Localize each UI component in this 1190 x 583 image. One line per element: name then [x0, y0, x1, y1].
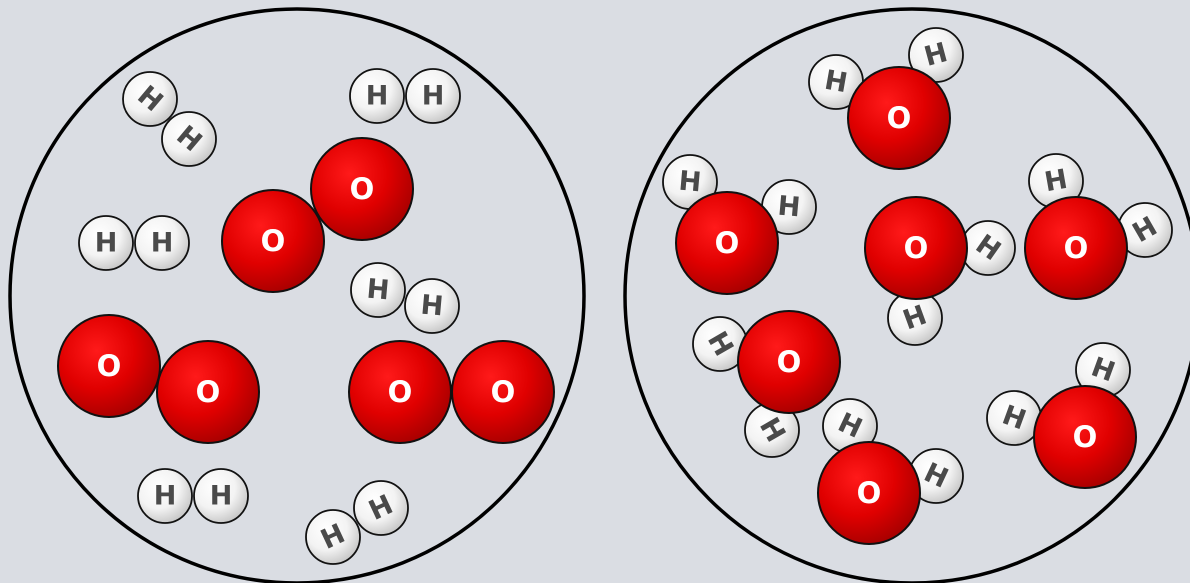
hydrogen-atom: H [1075, 342, 1131, 398]
oxygen-atom: O [221, 189, 325, 293]
oxygen-sphere [310, 137, 414, 241]
oxygen-atom: O [847, 66, 951, 170]
water-molecule: HHO [692, 310, 841, 458]
hydrogen-atom: H [404, 278, 460, 334]
hydrogen-sphere [134, 215, 190, 271]
water-molecule: HHO [986, 342, 1137, 489]
oxygen-atom: O [737, 310, 841, 414]
hydrogen-sphere [404, 278, 460, 334]
hydrogen-sphere [122, 71, 178, 127]
hydrogen-sphere [161, 111, 217, 167]
oxygen-label: O [1064, 231, 1089, 265]
oxygen-sphere [57, 314, 161, 418]
hydrogen-sphere [405, 68, 461, 124]
hydrogen-sphere [78, 215, 134, 271]
hydrogen-atom: H [986, 390, 1042, 446]
water-molecule: HHO [817, 398, 964, 545]
oxygen-sphere [847, 66, 951, 170]
oxygen-label: O [388, 375, 413, 409]
hydrogen-sphere [193, 468, 249, 524]
oxygen-sphere [737, 310, 841, 414]
oxygen-label: O [350, 172, 375, 206]
water-molecule: HHO [662, 154, 817, 295]
oxygen-sphere [1024, 196, 1128, 300]
hydrogen-label: H [822, 65, 850, 99]
hydrogen-label: H [366, 81, 389, 112]
hydrogen-label: H [776, 191, 801, 224]
hydrogen-atom: H [662, 154, 718, 210]
hydrogen-atom: H [350, 262, 406, 318]
oxygen-label: O [261, 224, 286, 258]
hydrogen-sphere [305, 509, 361, 565]
oxygen-sphere [1033, 385, 1137, 489]
hydrogen-atom: H [405, 68, 461, 124]
oxygen-atom: O [57, 314, 161, 418]
hydrogen-atom: H [193, 468, 249, 524]
oxygen-atom: O [817, 441, 921, 545]
hydrogen-label: H [422, 81, 445, 112]
oxygen-sphere [451, 340, 555, 444]
water-molecule: H HO [1024, 153, 1173, 300]
hydrogen-label: H [1042, 164, 1070, 198]
hydrogen-sphere [137, 468, 193, 524]
hydrogen-atom: H [137, 468, 193, 524]
hydrogen-label: H [365, 274, 390, 307]
container-boundary [623, 7, 1190, 583]
hydrogen-atom: H [122, 71, 178, 127]
hydrogen-label: H [151, 228, 174, 259]
oxygen-label: O [887, 101, 912, 135]
hydrogen-atom: H [692, 316, 748, 372]
hydrogen-sphere [350, 262, 406, 318]
hydrogen-atom: H [908, 448, 964, 504]
hydrogen-atom: H [908, 27, 964, 83]
hydrogen-atom: H [161, 111, 217, 167]
hydrogen-atom: H [887, 290, 943, 346]
hydrogen-label: H [677, 166, 702, 199]
hydrogen-sphere [349, 68, 405, 124]
hydrogen-sphere [353, 480, 409, 536]
oxygen-label: O [196, 375, 221, 409]
hydrogen-label: H [419, 290, 444, 323]
oxygen-atom: O [451, 340, 555, 444]
oxygen-label: O [904, 231, 929, 265]
hydrogen-atom: H [78, 215, 134, 271]
hydrogen-atom: H [1117, 202, 1173, 258]
hydrogen-atom: H [960, 220, 1016, 276]
hydrogen-label: H [154, 481, 177, 512]
oxygen-label: O [777, 345, 802, 379]
hydrogen-atom: H [761, 179, 817, 235]
oxygen-atom: O [864, 196, 968, 300]
oxygen-atom: O [310, 137, 414, 241]
oxygen-sphere [156, 340, 260, 444]
hydrogen-label: H [210, 481, 233, 512]
hydrogen-atom: H [134, 215, 190, 271]
oxygen-sphere [675, 191, 779, 295]
oxygen-label: O [491, 375, 516, 409]
oxygen-atom: O [1033, 385, 1137, 489]
oxygen-sphere [864, 196, 968, 300]
hydrogen-atom: H [744, 402, 800, 458]
hydrogen-atom: H [808, 54, 864, 110]
oxygen-atom: O [156, 340, 260, 444]
water-molecule: HHO [864, 196, 1016, 346]
oxygen-label: O [97, 349, 122, 383]
hydrogen-label: H [95, 228, 118, 259]
hydrogen-atom: H [349, 68, 405, 124]
water-molecule: HHO [808, 27, 964, 170]
oxygen-atom: O [1024, 196, 1128, 300]
oxygen-atom: O [348, 340, 452, 444]
container-boundary [8, 7, 586, 583]
hydrogen-atom: H [353, 480, 409, 536]
oxygen-label: O [1073, 420, 1098, 454]
oxygen-atom: O [675, 191, 779, 295]
oxygen-sphere [221, 189, 325, 293]
hydrogen-atom: H [305, 509, 361, 565]
oxygen-label: O [715, 226, 740, 260]
oxygen-sphere [817, 441, 921, 545]
oxygen-label: O [857, 476, 882, 510]
